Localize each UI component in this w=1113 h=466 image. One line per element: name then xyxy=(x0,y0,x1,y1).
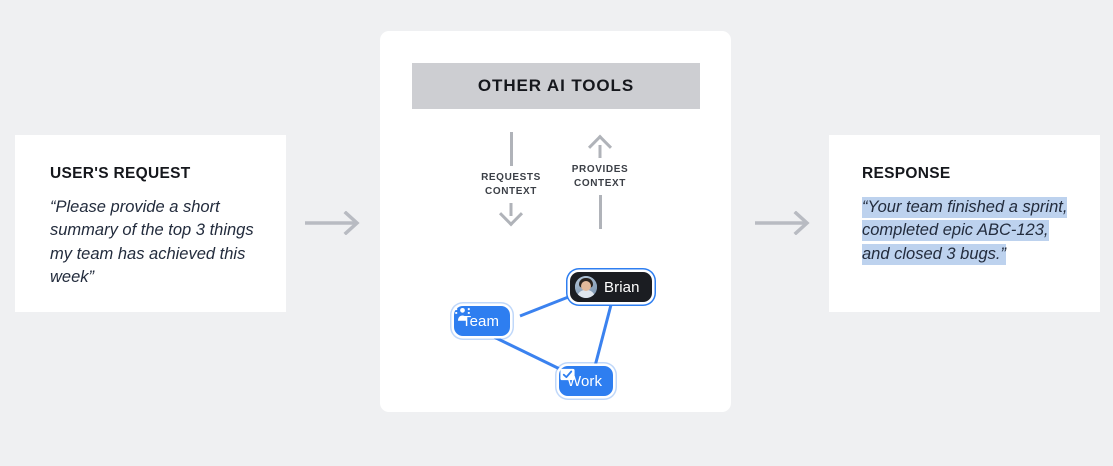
other-ai-tools-banner: OTHER AI TOOLS xyxy=(412,63,700,109)
graph-node-team-label: Team xyxy=(462,312,500,330)
user-request-quote: “Please provide a short summary of the t… xyxy=(50,198,254,287)
node-graph-edges xyxy=(491,292,614,374)
requests-context-arrow-shaft xyxy=(509,132,513,166)
response-quote-text: “Your team finished a sprint, completed … xyxy=(862,197,1068,265)
checkbox-icon xyxy=(560,368,575,381)
graph-node-work-label: Work xyxy=(567,372,603,390)
user-request-title: USER'S REQUEST xyxy=(50,165,191,182)
response-card: RESPONSE “Your team finished a sprint, c… xyxy=(829,135,1100,312)
other-ai-tools-label: OTHER AI TOOLS xyxy=(477,76,635,95)
graph-node-team[interactable]: Team xyxy=(454,306,511,336)
provides-context-label: PROVIDES CONTEXT xyxy=(571,164,629,189)
graph-node-brian[interactable]: Brian xyxy=(570,272,652,302)
arrow-down-icon xyxy=(498,203,524,229)
flow-arrow-tools-to-response xyxy=(754,210,814,236)
requests-context-label: REQUESTS CONTEXT xyxy=(481,172,541,197)
response-quote: “Your team finished a sprint, completed … xyxy=(862,196,1070,266)
provides-context-flow: PROVIDES CONTEXT xyxy=(556,132,644,229)
context-node-graph: Team Brian Work xyxy=(380,246,731,412)
graph-node-brian-label: Brian xyxy=(604,278,640,296)
graph-node-work[interactable]: Work xyxy=(559,366,614,396)
flow-arrow-request-to-tools xyxy=(304,210,364,236)
requests-context-flow: REQUESTS CONTEXT xyxy=(467,132,555,229)
arrow-up-icon xyxy=(587,132,613,158)
user-request-card: USER'S REQUEST “Please provide a short s… xyxy=(15,135,286,312)
other-ai-tools-panel: OTHER AI TOOLS REQUESTS CONTEXT PROVIDES… xyxy=(380,31,731,412)
provides-context-arrow-shaft xyxy=(598,195,602,229)
response-title: RESPONSE xyxy=(862,165,951,182)
avatar xyxy=(575,276,597,298)
people-icon xyxy=(455,307,470,321)
